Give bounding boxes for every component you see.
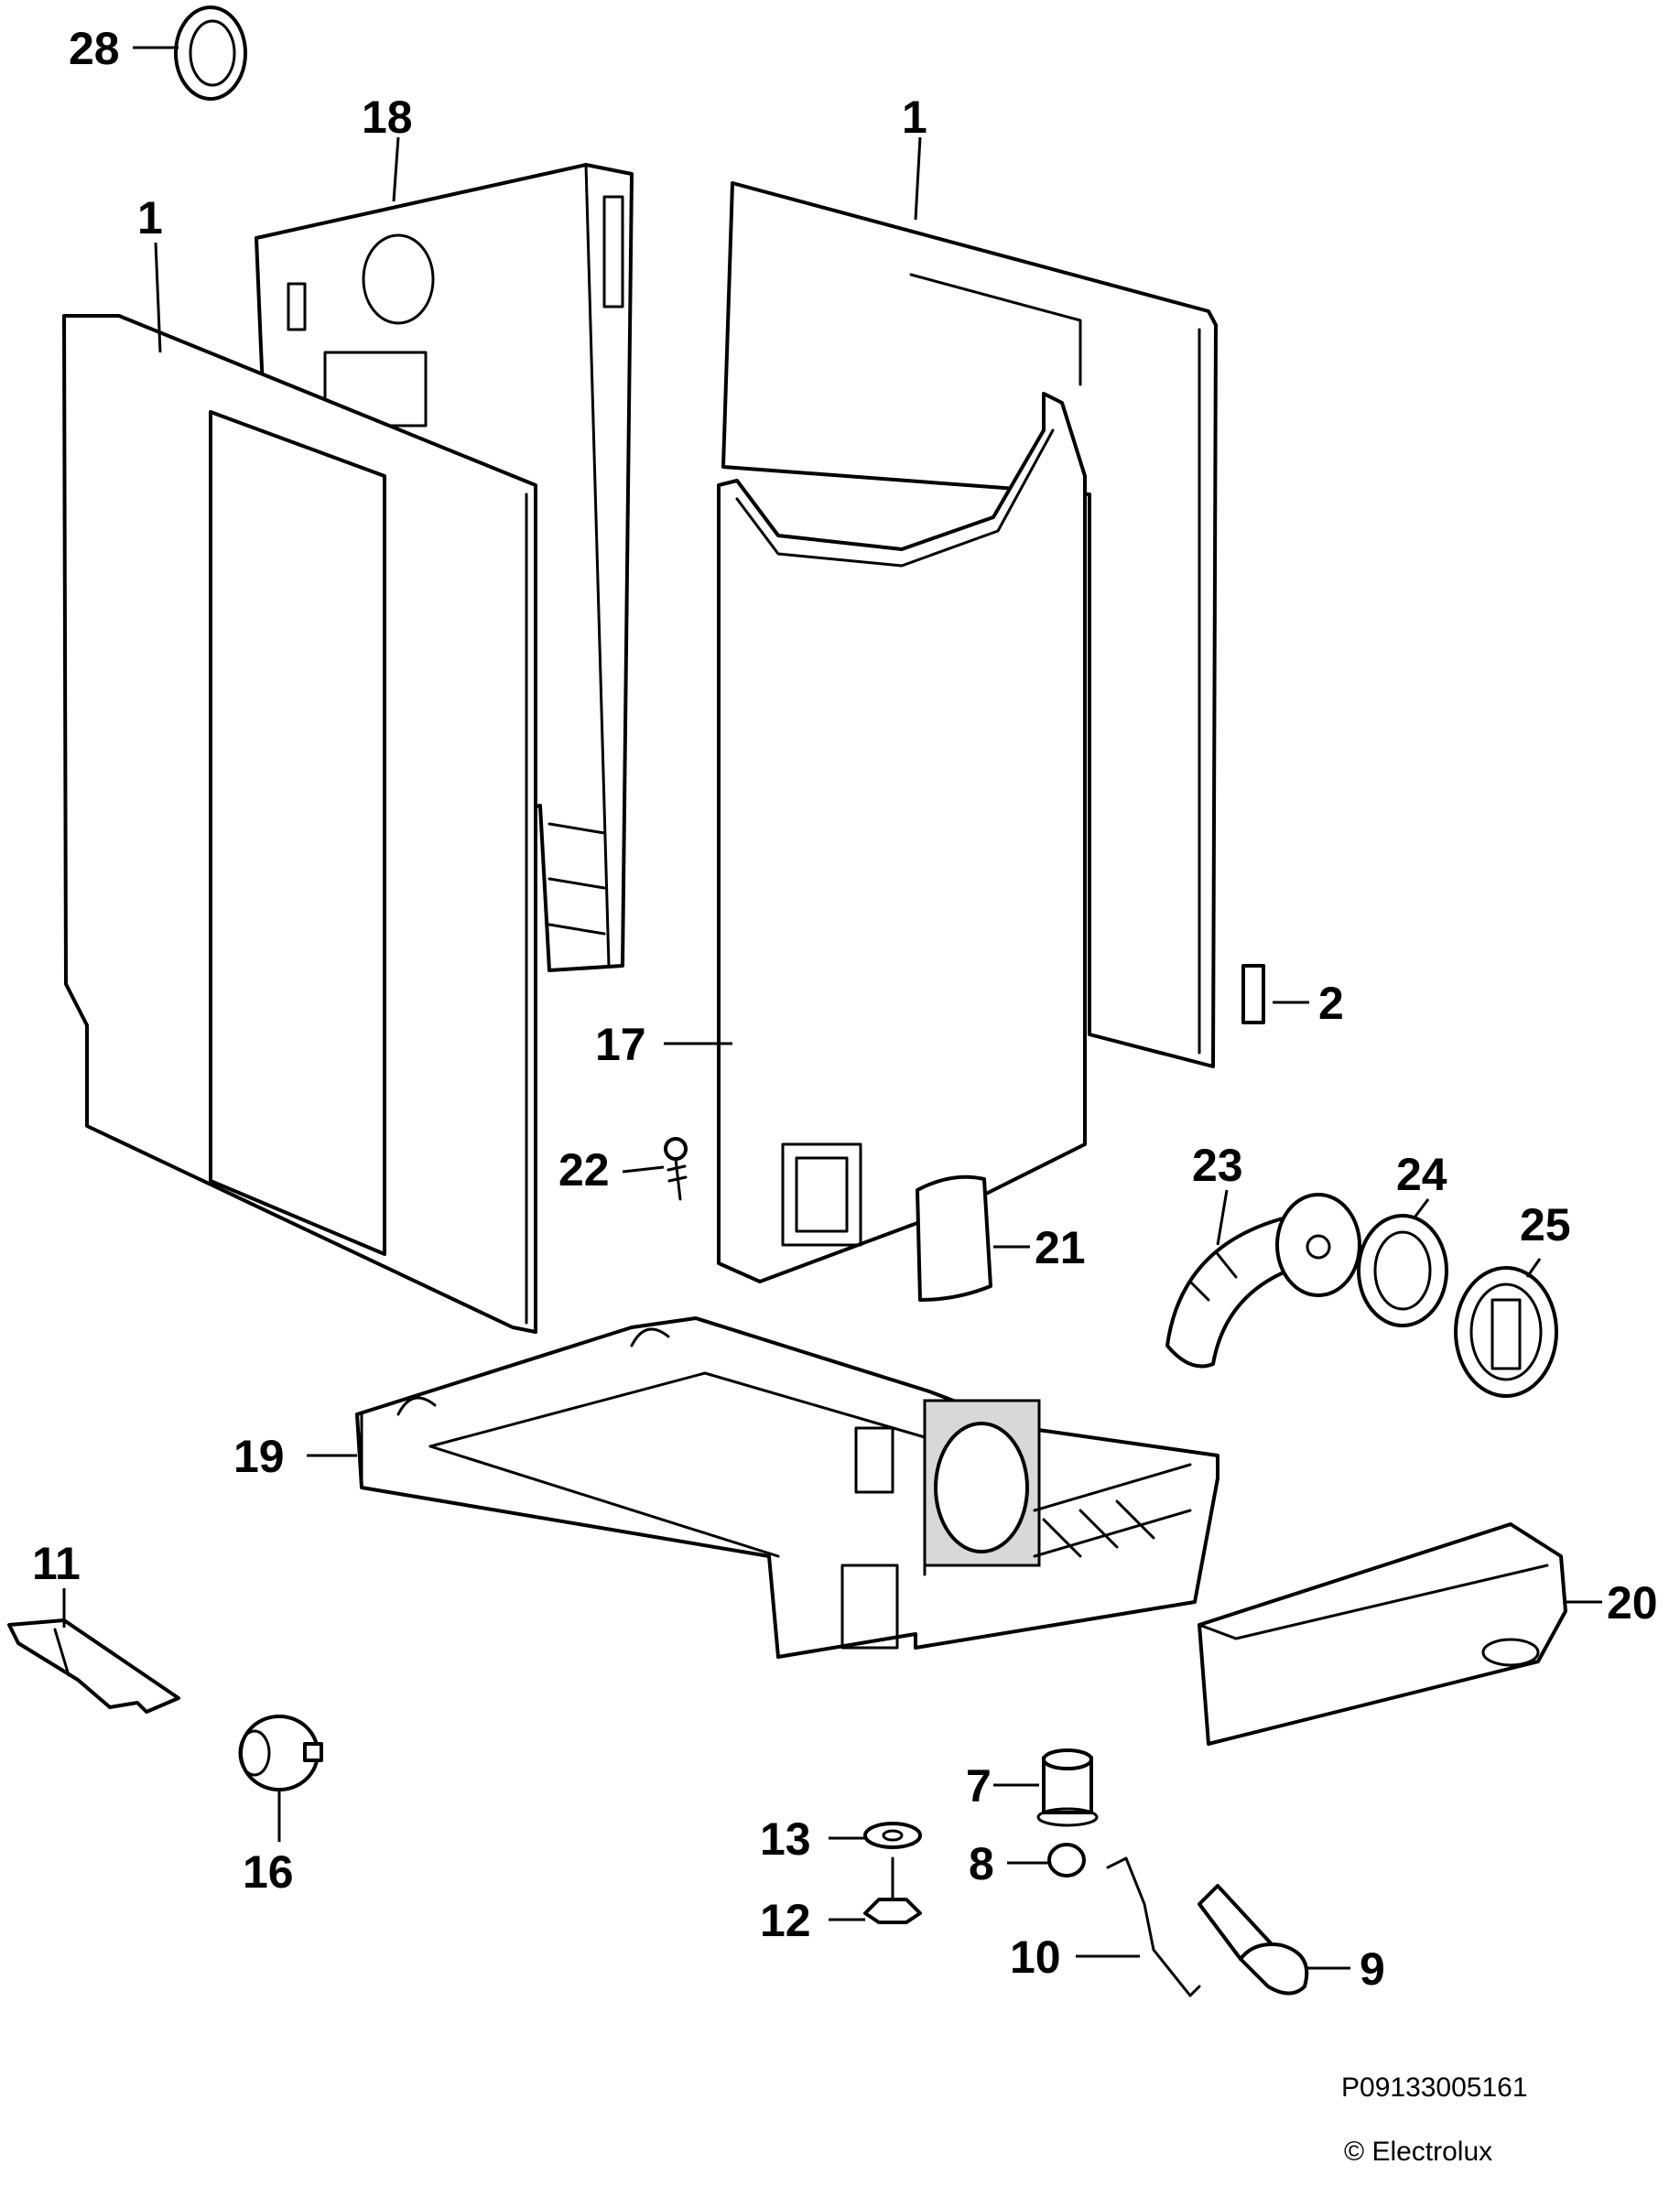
label-20: 20 <box>1607 1577 1658 1629</box>
label-23: 23 <box>1192 1140 1243 1191</box>
part-24-gasket <box>1357 1214 1448 1327</box>
part-1-right-side-panel <box>721 181 1218 1068</box>
part-8-plug <box>1047 1843 1086 1878</box>
label-9: 9 <box>1360 1943 1385 1995</box>
part-17-front-panel <box>717 392 1087 1283</box>
part-28-ring <box>174 5 247 101</box>
label-17: 17 <box>595 1019 646 1070</box>
label-21: 21 <box>1035 1222 1086 1273</box>
part-10-wire <box>1106 1856 1201 1997</box>
label-1-left: 1 <box>137 192 163 244</box>
part-2-clip <box>1241 964 1265 1024</box>
label-25: 25 <box>1520 1199 1571 1250</box>
diagram-code: P09133005161 <box>1341 2073 1528 2103</box>
part-22-screw <box>664 1137 688 1201</box>
label-24: 24 <box>1396 1149 1447 1200</box>
part-20-kick-panel <box>1198 1522 1567 1746</box>
part-25-cap <box>1454 1266 1558 1398</box>
part-16-roller <box>238 1715 323 1791</box>
label-22: 22 <box>558 1144 610 1196</box>
label-28: 28 <box>69 23 120 74</box>
label-7: 7 <box>966 1760 992 1812</box>
callout-labels: 28 18 1 1 2 17 22 21 23 24 25 19 11 20 1… <box>32 23 1658 1995</box>
part-11-bracket <box>7 1618 180 1714</box>
label-11: 11 <box>32 1538 81 1589</box>
label-18: 18 <box>362 92 413 143</box>
label-8: 8 <box>969 1838 994 1889</box>
leader-lines <box>62 46 1602 1970</box>
label-10: 10 <box>1010 1932 1061 1983</box>
part-7-bush <box>1036 1748 1099 1827</box>
label-16: 16 <box>243 1846 294 1898</box>
part-1-left-side-panel <box>62 314 537 1334</box>
label-2: 2 <box>1318 978 1344 1029</box>
label-12: 12 <box>760 1895 811 1946</box>
part-9-pedal <box>1198 1884 1309 1996</box>
part-13-star-washer <box>863 1822 922 1849</box>
label-1-right: 1 <box>902 92 927 143</box>
label-13: 13 <box>760 1813 811 1865</box>
part-21-cover <box>916 1174 992 1302</box>
copyright: © Electrolux <box>1344 2137 1492 2167</box>
label-19: 19 <box>233 1431 285 1482</box>
part-12-foot <box>863 1856 922 1924</box>
part-19-base-frame <box>355 1316 1219 1659</box>
part-23-hose <box>1165 1193 1361 1369</box>
